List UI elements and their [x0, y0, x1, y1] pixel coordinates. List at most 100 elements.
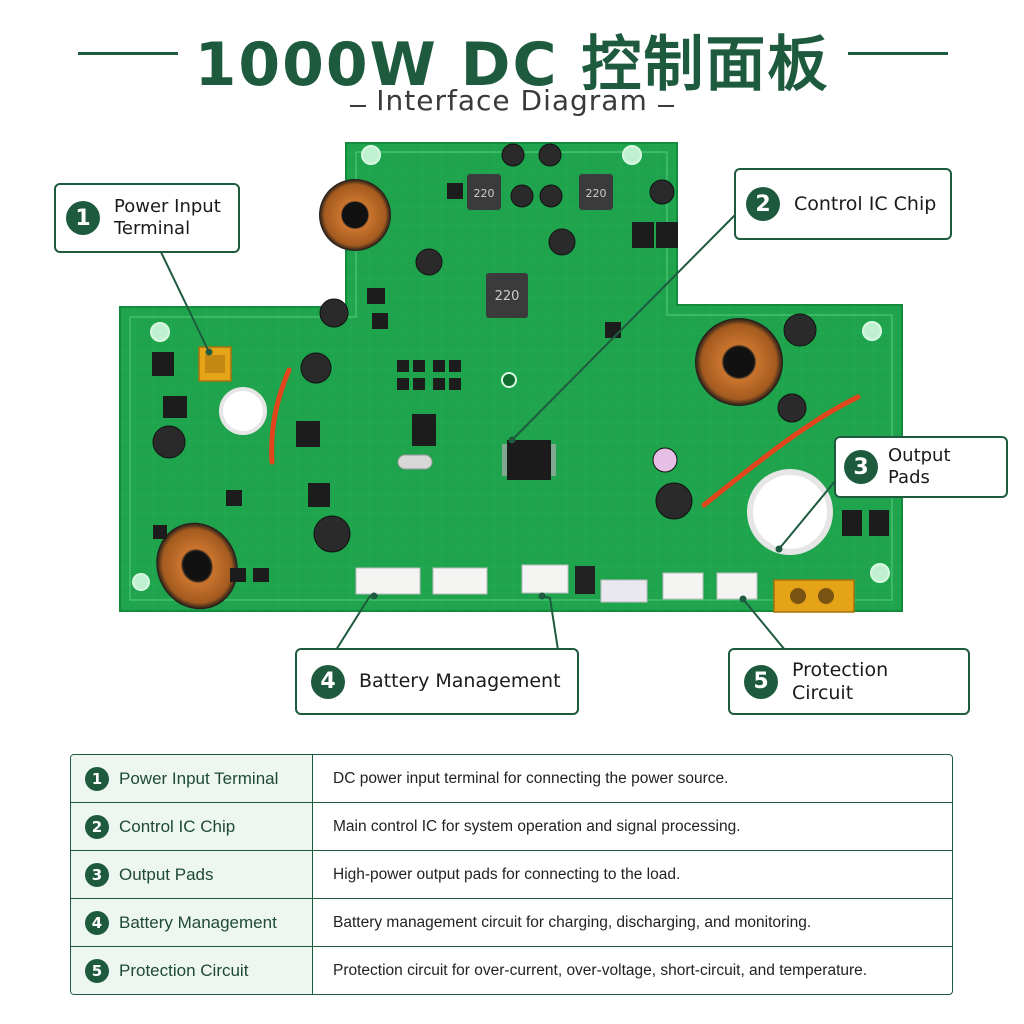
callout-label: Output Pads — [888, 445, 951, 488]
title-left-rule — [78, 52, 178, 55]
toroid-inductor-right — [695, 318, 783, 406]
table-cell-name: 3 Output Pads — [71, 851, 313, 898]
table-row: 3 Output Pads High-power output pads for… — [71, 851, 952, 899]
subtitle-dash-left — [350, 104, 367, 107]
table-cell-name: 4 Battery Management — [71, 899, 313, 946]
electrolytic-capacitors — [152, 143, 817, 553]
table-label: Control IC Chip — [119, 816, 236, 836]
capacitor — [313, 515, 351, 553]
table-number: 1 — [85, 766, 109, 791]
table-row: 2 Control IC Chip Main control IC for sy… — [71, 803, 952, 851]
callout-label-line2: Terminal — [114, 218, 191, 239]
callout-number: 3 — [844, 450, 878, 484]
inductor-3-mark: 220 — [495, 289, 520, 304]
capacitor — [501, 143, 525, 167]
inductor-1 — [467, 174, 501, 210]
capacitor — [548, 228, 576, 256]
callout-output-pads: 3 Output Pads — [834, 436, 1008, 498]
inductor-2-mark: 220 — [586, 187, 607, 200]
leader-1 — [159, 249, 210, 353]
large-hole-right — [747, 469, 833, 555]
capacitor — [319, 298, 349, 328]
table-desc: Battery management circuit for charging,… — [333, 913, 812, 931]
table-desc: Main control IC for system operation and… — [333, 817, 741, 835]
capacitor — [538, 143, 562, 167]
mosfets — [152, 183, 889, 582]
jst-connector — [521, 564, 569, 594]
mount-hole — [622, 145, 642, 165]
ffc-connector — [600, 579, 648, 603]
subtitle-wrap: Interface Diagram — [0, 84, 1024, 117]
page-subtitle: Interface Diagram — [376, 84, 648, 117]
jst-connectors — [355, 564, 758, 603]
callout-protection-circuit: 5 Protection Circuit — [728, 648, 970, 715]
leader-3 — [778, 479, 837, 550]
callout-number: 5 — [744, 664, 778, 699]
table-desc: DC power input terminal for connecting t… — [333, 769, 729, 787]
callout-number: 2 — [746, 187, 780, 221]
output-connector — [773, 579, 855, 613]
pcb-inner-border — [129, 151, 893, 601]
callout-label: Control IC Chip — [794, 192, 937, 215]
table-row: 1 Power Input Terminal DC power input te… — [71, 755, 952, 803]
inductor-2 — [579, 174, 613, 210]
chips-row — [397, 360, 461, 446]
table-desc: High-power output pads for connecting to… — [333, 865, 681, 883]
capacitor — [649, 179, 675, 205]
mount-hole — [132, 573, 150, 591]
callout-battery-management: 4 Battery Management — [295, 648, 579, 715]
table-desc: Protection circuit for over-current, ove… — [333, 961, 868, 979]
callout-number: 1 — [66, 201, 100, 235]
title-right-rule — [848, 52, 948, 55]
table-number: 4 — [85, 910, 109, 935]
main-control-ic — [502, 440, 556, 480]
capacitor — [652, 447, 678, 473]
mount-hole — [361, 145, 381, 165]
capacitor — [510, 184, 534, 208]
callout-label: Battery Management — [359, 670, 561, 693]
jst-connector — [716, 572, 758, 600]
toroid-inductor-top — [319, 179, 391, 251]
jst-connector — [355, 567, 421, 595]
legend-table: 1 Power Input Terminal DC power input te… — [70, 754, 953, 995]
capacitor — [777, 393, 807, 423]
callout-control-ic: 2 Control IC Chip — [734, 168, 952, 240]
red-wire-left — [269, 367, 292, 465]
jst-connector — [432, 567, 488, 595]
table-row: 4 Battery Management Battery management … — [71, 899, 952, 947]
table-number: 5 — [85, 958, 109, 983]
inductor-3 — [486, 273, 528, 318]
table-cell-name: 5 Protection Circuit — [71, 947, 313, 994]
toroid-inductor-left — [156, 522, 238, 610]
capacitor — [152, 425, 186, 459]
callout-label-line1: Power Input — [114, 196, 221, 218]
leader-2 — [511, 212, 738, 441]
callout-label: Protection Circuit — [792, 658, 889, 704]
red-wire-right — [701, 394, 861, 508]
callout-number: 4 — [311, 664, 345, 699]
capacitor — [539, 184, 563, 208]
capacitor — [300, 352, 332, 384]
table-number: 2 — [85, 814, 109, 839]
jst-connector — [662, 572, 704, 600]
callout-power-input: 1 Power Input Terminal — [54, 183, 240, 253]
mounting-holes — [132, 145, 890, 591]
mount-hole — [501, 372, 517, 388]
table-number: 3 — [85, 862, 109, 887]
capacitor — [783, 313, 817, 347]
table-cell-name: 1 Power Input Terminal — [71, 755, 313, 802]
pin-header — [575, 566, 595, 594]
inductor-1-mark: 220 — [474, 187, 495, 200]
table-label: Output Pads — [119, 864, 214, 884]
power-input-connector — [198, 346, 232, 382]
header: 1000W DC 控制面板 — [0, 8, 1024, 100]
shielded-inductors — [467, 174, 613, 318]
table-cell-name: 2 Control IC Chip — [71, 803, 313, 850]
subtitle-dash-right — [657, 104, 674, 107]
crystal — [397, 454, 433, 470]
leader-dots — [205, 348, 783, 603]
table-label: Protection Circuit — [119, 960, 249, 980]
large-hole-left — [219, 387, 267, 435]
leader-lines — [159, 212, 837, 651]
table-row: 5 Protection Circuit Protection circuit … — [71, 947, 952, 994]
